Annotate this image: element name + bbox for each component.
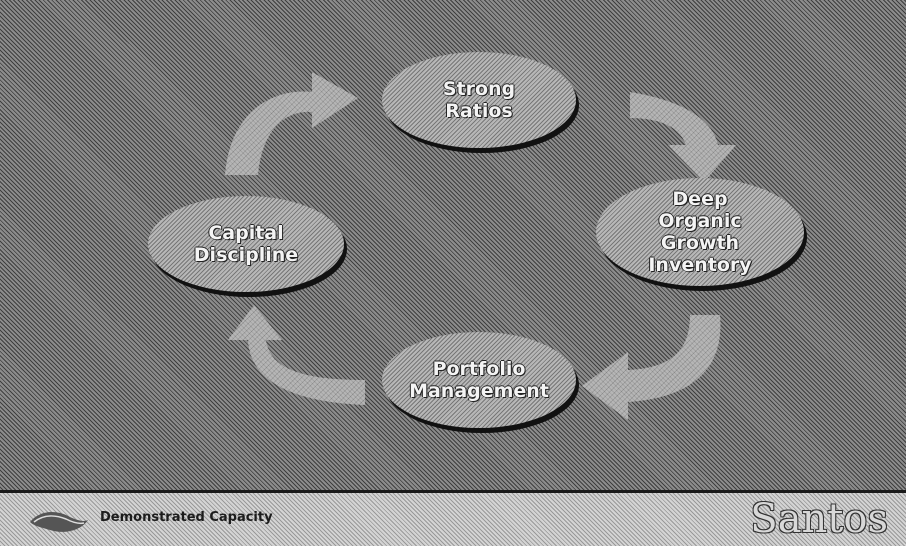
cycle-arrows <box>225 72 736 420</box>
arrow-capital-to-ratios-icon <box>225 72 358 175</box>
footer-caption: Demonstrated Capacity <box>100 510 273 525</box>
node-label: Capital Discipline <box>193 222 299 266</box>
node-deep-organic-growth: Deep Organic Growth Inventory <box>596 178 804 286</box>
arrow-ratios-to-organic-icon <box>630 92 736 182</box>
brand-wordmark: Santos <box>750 496 888 542</box>
santos-wave-logo-icon <box>30 512 88 532</box>
node-label: Portfolio Management <box>409 358 549 402</box>
footer-bar <box>0 493 906 546</box>
arrow-organic-to-portfolio-icon <box>582 315 721 420</box>
node-label: Deep Organic Growth Inventory <box>648 188 752 276</box>
footer-divider <box>0 490 906 493</box>
node-strong-ratios: Strong Ratios <box>382 52 576 148</box>
node-capital-discipline: Capital Discipline <box>148 196 344 292</box>
node-label: Strong Ratios <box>442 78 516 122</box>
node-portfolio-management: Portfolio Management <box>382 332 576 428</box>
arrow-portfolio-to-capital-icon <box>228 305 365 405</box>
